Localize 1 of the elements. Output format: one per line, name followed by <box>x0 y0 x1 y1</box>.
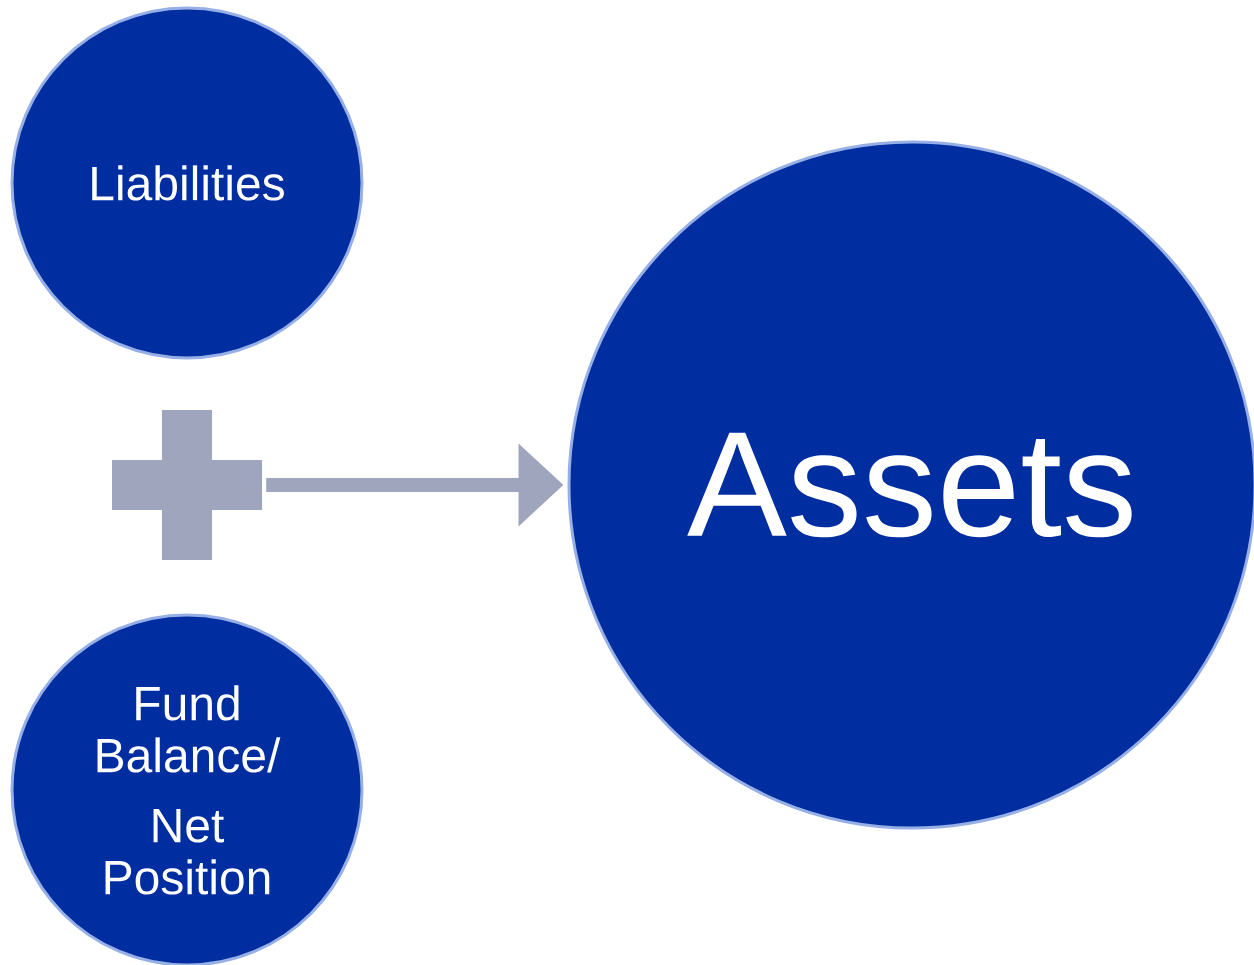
plus-sign <box>112 410 262 560</box>
